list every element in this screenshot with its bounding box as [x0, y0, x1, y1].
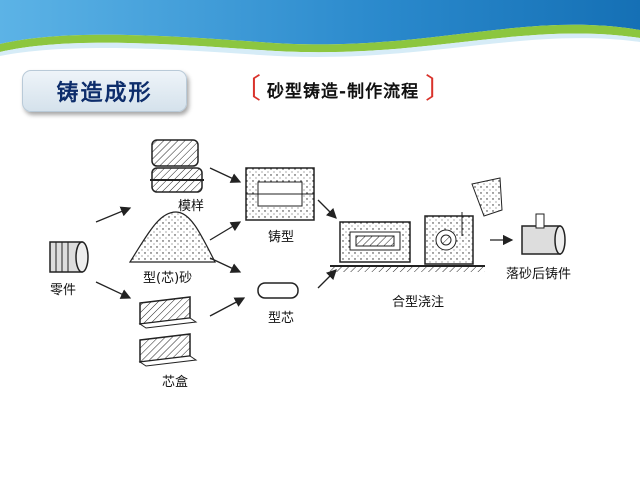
arrow-sand-to-core	[209, 257, 242, 273]
right-bracket: 〕	[425, 72, 454, 105]
arrow-sand-to-mold	[209, 221, 242, 241]
label-pattern: 模样	[178, 199, 204, 214]
label-sand: 型(芯)砂	[143, 271, 192, 286]
part-figure	[49, 241, 89, 273]
casting-figure	[521, 213, 566, 255]
arrow-part-to-corebox	[95, 281, 132, 299]
arrow-pattern-to-mold	[209, 167, 242, 183]
flow-arrows	[95, 167, 514, 317]
arrow-mold-to-assembly	[317, 199, 337, 219]
arrow-corebox-to-core	[209, 297, 246, 317]
pattern-figure	[150, 139, 204, 193]
arrow-part-to-pattern	[95, 206, 132, 223]
label-core: 型芯	[268, 311, 294, 326]
core-box-figure	[138, 296, 198, 367]
mold-figure	[245, 167, 315, 221]
sand-heap-figure	[128, 211, 216, 263]
label-core-box: 芯盒	[162, 374, 188, 390]
header-decoration	[0, 0, 640, 57]
assembly-pour-figure	[330, 177, 503, 272]
subtitle: 〔 砂型铸造-制作流程 〕	[233, 72, 453, 106]
subtitle-text: 砂型铸造-制作流程	[267, 81, 420, 102]
section-title: 铸造成形	[56, 81, 153, 106]
label-part: 零件	[50, 283, 76, 298]
core-figure	[257, 282, 299, 299]
label-mold: 铸型	[268, 229, 294, 245]
left-bracket: 〔	[233, 72, 262, 105]
label-assembly-pour: 合型浇注	[392, 295, 444, 310]
section-title-box: 铸造成形	[22, 70, 187, 112]
label-casting: 落砂后铸件	[506, 266, 571, 282]
arrow-core-to-assembly	[317, 269, 337, 289]
